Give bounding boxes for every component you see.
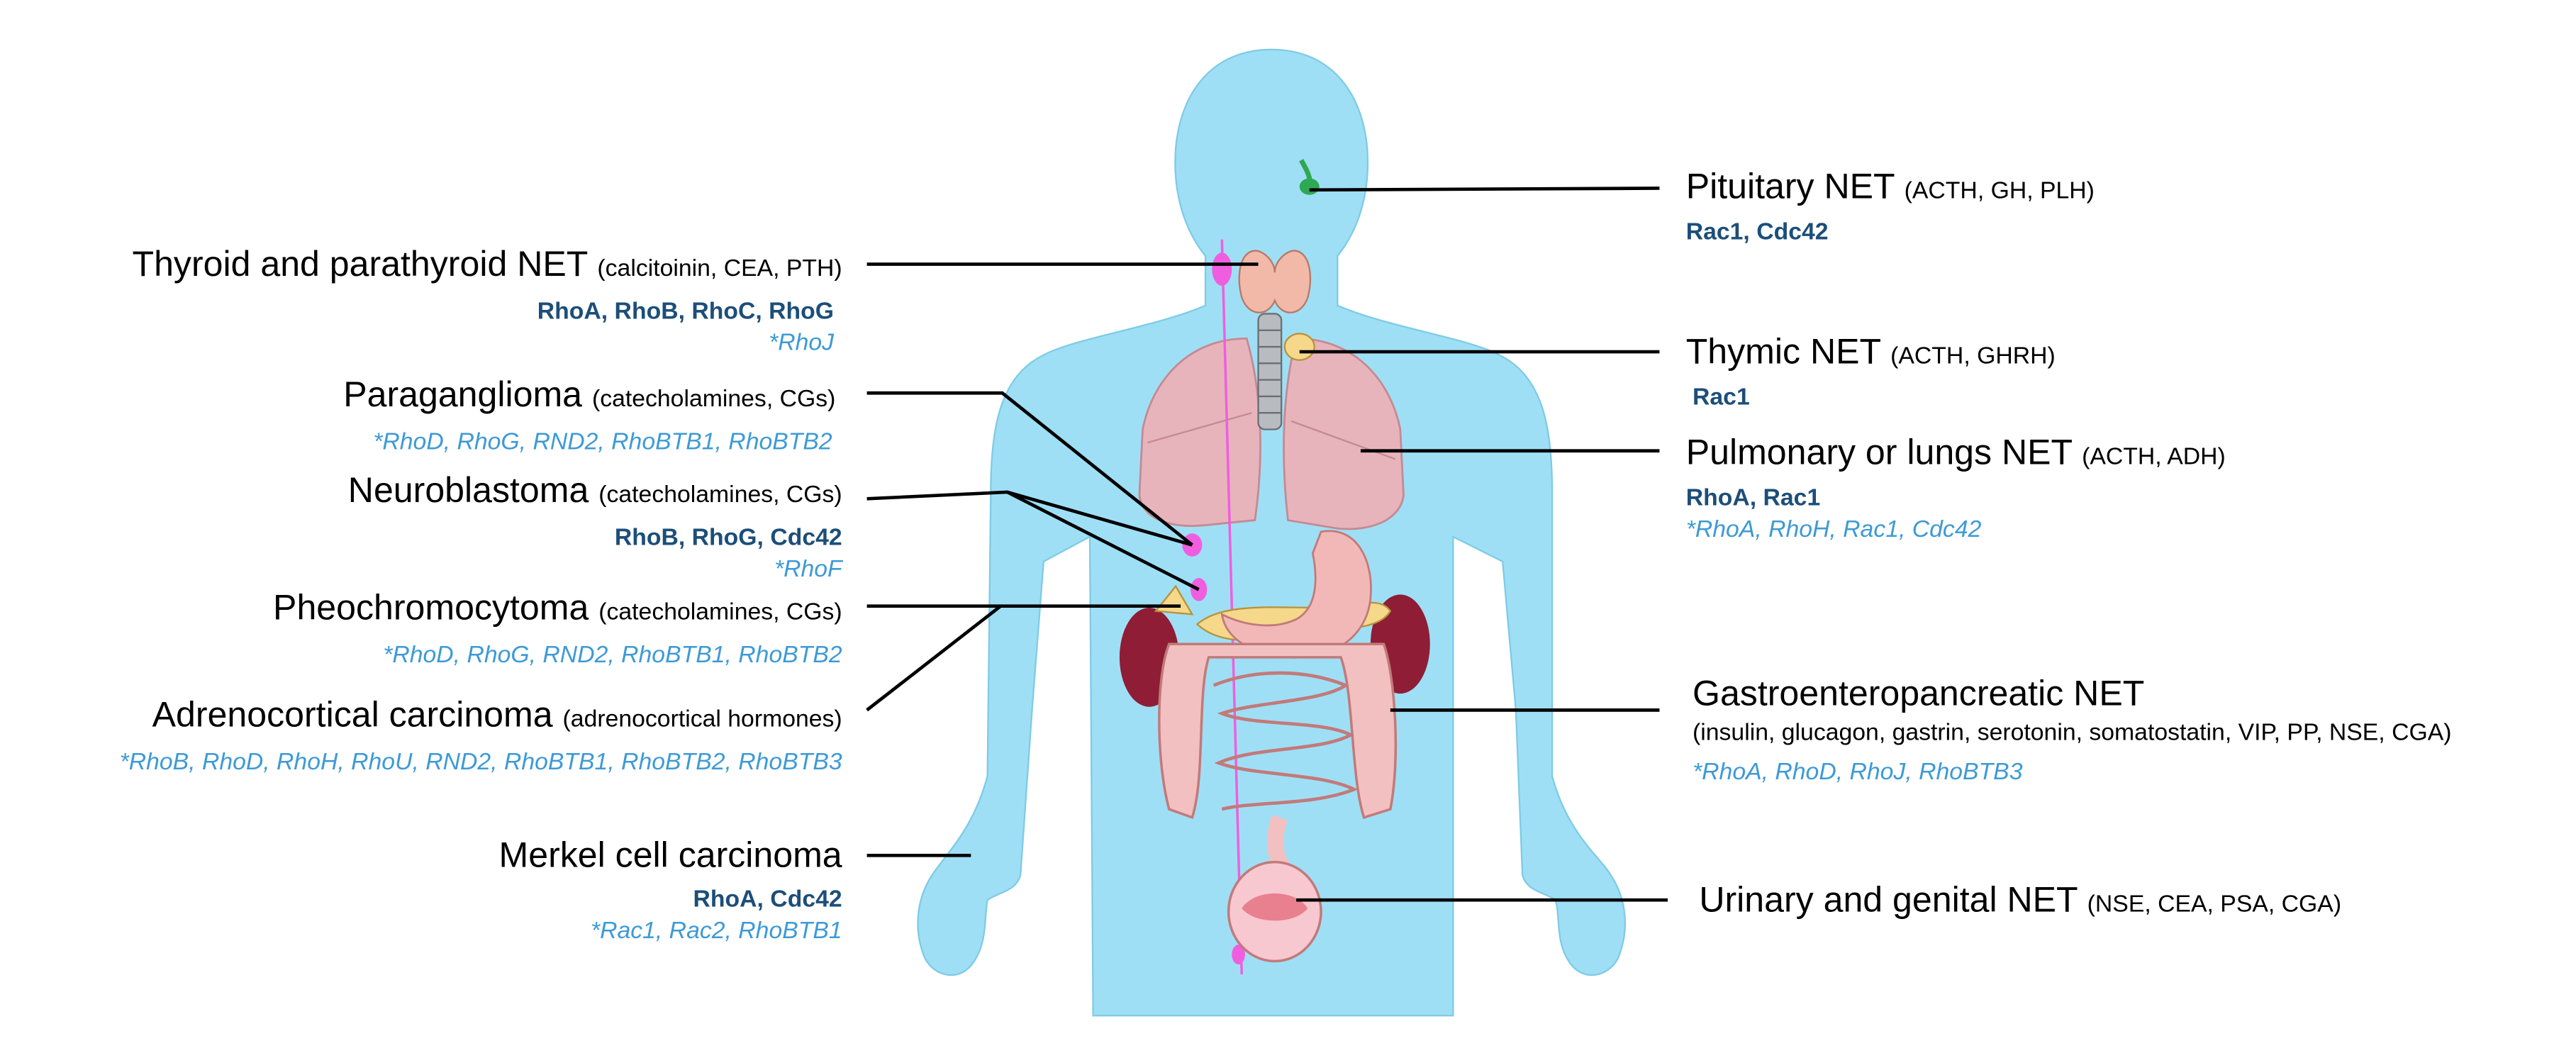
paraganglioma-name: Paraganglioma xyxy=(343,374,583,415)
adrenocortical-markers-star: *RhoB, RhoD, RhoH, RhoU, RND2, RhoBTB1, … xyxy=(119,750,842,776)
merkel-label: Merkel cell carcinoma RhoA, Cdc42 *Rac1,… xyxy=(499,835,842,947)
trachea-icon xyxy=(1257,313,1283,430)
pituitary-name: Pituitary NET xyxy=(1685,167,1895,207)
pulmonary-hormones: (ACTH, ADH) xyxy=(2082,444,2226,471)
pulmonary-markers: RhoA, Rac1 xyxy=(1685,485,1821,512)
pheochromocytoma-label: Pheochromocytoma (catecholamines, CGs) *… xyxy=(273,588,842,672)
pulmonary-markers-star: *RhoA, RhoH, Rac1, Cdc42 xyxy=(1685,516,1982,544)
neuroblastoma-name: Neuroblastoma xyxy=(347,470,589,511)
neuroblastoma-label: Neuroblastoma (catecholamines, CGs) RhoB… xyxy=(348,471,842,586)
urinary-label: Urinary and genital NET (NSE, CEA, PSA, … xyxy=(1699,880,2341,925)
thymic-hormones: (ACTH, GHRH) xyxy=(1890,343,2056,370)
pheochromocytoma-markers-star: *RhoD, RhoG, RND2, RhoBTB1, RhoBTB2 xyxy=(383,642,842,669)
thymic-name: Thymic NET xyxy=(1685,332,1881,372)
thyroid-markers-star: *RhoJ xyxy=(769,330,835,357)
adrenocortical-hormones: (adrenocortical hormones) xyxy=(562,706,842,733)
pituitary-label: Pituitary NET (ACTH, GH, PLH) Rac1, Cdc4… xyxy=(1686,167,2095,249)
urinary-name: Urinary and genital NET xyxy=(1699,880,2078,920)
thymic-label: Thymic NET (ACTH, GHRH) Rac1 xyxy=(1686,332,2056,414)
thyroid-label: Thyroid and parathyroid NET (calcitoinin… xyxy=(132,245,842,360)
urinary-hormones: (NSE, CEA, PSA, CGA) xyxy=(2087,891,2342,918)
gep-label: Gastroenteropancreatic NET (insulin, glu… xyxy=(1693,674,2451,789)
thymus-icon xyxy=(1283,333,1315,361)
human-body-icon xyxy=(917,48,1627,1017)
thyroid-name: Thyroid and parathyroid NET xyxy=(132,244,588,284)
gep-markers-star: *RhoA, RhoD, RhoJ, RhoBTB3 xyxy=(1693,759,2023,786)
pulmonary-label: Pulmonary or lungs NET (ACTH, ADH) RhoA,… xyxy=(1686,433,2226,547)
adrenocortical-label: Adrenocortical carcinoma (adrenocortical… xyxy=(120,695,842,779)
paraganglioma-label: Paraganglioma (catecholamines, CGs) *Rho… xyxy=(343,375,835,460)
merkel-markers: RhoA, Cdc42 xyxy=(693,886,842,913)
connector-lines xyxy=(866,187,1668,902)
thyroid-markers: RhoA, RhoB, RhoC, RhoG xyxy=(537,299,835,325)
gep-name: Gastroenteropancreatic NET xyxy=(1693,674,2145,714)
sympathetic-chain-icon xyxy=(1220,239,1244,975)
thyroid-icon xyxy=(1238,250,1312,313)
paraganglioma-hormones: (catecholamines, CGs) xyxy=(591,386,836,413)
merkel-name: Merkel cell carcinoma xyxy=(498,835,842,876)
intestines-icon xyxy=(1158,642,1398,820)
pheochromocytoma-name: Pheochromocytoma xyxy=(273,588,589,628)
thyroid-hormones: (calcitoinin, CEA, PTH) xyxy=(597,255,842,283)
pituitary-connector xyxy=(1309,187,1660,192)
pituitary-hormones: (ACTH, GH, PLH) xyxy=(1904,178,2095,205)
paraganglioma-connector xyxy=(866,391,1193,547)
merkel-markers-star: *Rac1, Rac2, RhoBTB1 xyxy=(590,918,842,945)
pituitary-markers: Rac1, Cdc42 xyxy=(1685,219,1829,246)
neuroblastoma-markers: RhoB, RhoG, Cdc42 xyxy=(614,525,842,552)
paraganglion-upper-icon xyxy=(1212,252,1232,286)
right-lung-icon xyxy=(1283,338,1405,530)
pheochromocytoma-hormones: (catecholamines, CGs) xyxy=(598,599,842,626)
adrenocortical-name: Adrenocortical carcinoma xyxy=(152,695,553,735)
thymic-markers: Rac1 xyxy=(1693,384,1750,411)
paraganglion-icon xyxy=(1182,533,1203,557)
neuroblastoma-hormones: (catecholamines, CGs) xyxy=(598,482,842,509)
neuroblastoma-connector-b xyxy=(1006,490,1200,591)
gep-hormones: (insulin, glucagon, gastrin, serotonin, … xyxy=(1693,720,2452,747)
paraganglioma-markers-star: *RhoD, RhoG, RND2, RhoBTB1, RhoBTB2 xyxy=(373,429,832,456)
neuroblastoma-markers-star: *RhoF xyxy=(774,556,842,584)
pulmonary-name: Pulmonary or lungs NET xyxy=(1685,433,2073,473)
adrenocortical-connector xyxy=(866,604,1002,712)
